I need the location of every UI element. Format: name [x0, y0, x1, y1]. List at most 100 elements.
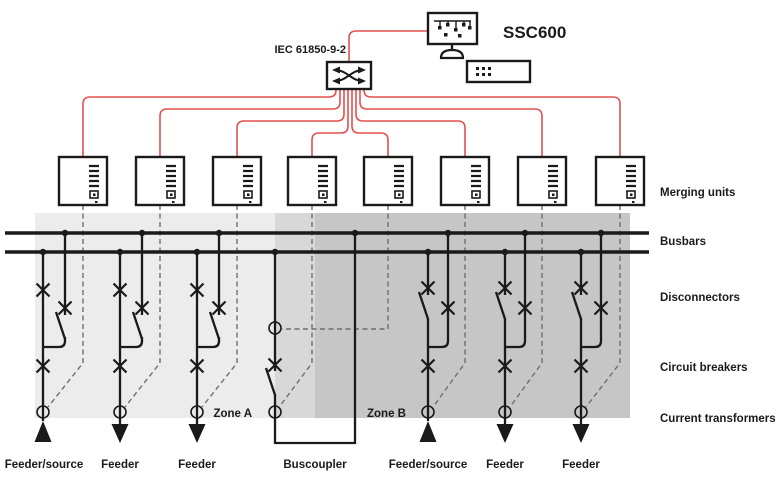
circuit-breaker-x	[420, 358, 436, 374]
buscoupler-bay	[264, 233, 357, 445]
merging-unit-2	[134, 155, 186, 207]
feeder-label-2: Feeder	[101, 459, 139, 471]
link-mu3	[236, 89, 345, 157]
disconnector-x	[573, 280, 589, 296]
feeder-arrow-down	[496, 424, 514, 443]
circuit-breaker-x	[573, 358, 589, 374]
current-transformer-icon	[268, 321, 282, 335]
merging-unit-5	[362, 155, 414, 207]
merging-units	[57, 155, 646, 207]
zone-b-label: Zone B	[367, 408, 406, 420]
disconnector-x	[211, 300, 227, 316]
current-transformer-icon	[421, 405, 435, 419]
busbar-connection-dots	[39, 229, 605, 256]
row-label-current-transformers: Current transformers	[660, 413, 776, 425]
link-mu7	[359, 89, 543, 157]
feeder-bay-6	[494, 233, 533, 443]
disconnector-blade	[131, 311, 144, 340]
hmi-monitor-icon	[426, 11, 479, 60]
ethernet-switch-icon	[325, 60, 373, 91]
mu4-ct-link	[279, 205, 313, 407]
feeder-bay-7	[570, 233, 609, 443]
row-label-busbars: Busbars	[660, 236, 706, 248]
mu6-ct-link	[432, 205, 466, 408]
link-mu5	[351, 89, 389, 157]
feeder-arrow-down	[572, 424, 590, 443]
mu3-ct-link	[201, 205, 238, 408]
disconnector-x	[57, 300, 73, 316]
disconnector-blade	[208, 311, 221, 340]
circuit-breaker-x	[267, 357, 283, 373]
merging-unit-8	[594, 155, 646, 207]
mu5-ct-link	[282, 205, 389, 330]
mu2-ct-link	[124, 205, 161, 408]
zone-a-label: Zone A	[213, 408, 252, 420]
process-measurement-links	[47, 205, 621, 408]
merging-unit-1	[57, 155, 109, 207]
zone-b-region	[315, 213, 630, 418]
source-arrow-up	[34, 421, 52, 442]
disconnector-x	[35, 282, 51, 298]
mu7-ct-link	[509, 205, 543, 408]
source-arrow-up	[419, 421, 437, 442]
disconnector-blade	[570, 291, 583, 320]
switch-to-ssc600-link	[348, 30, 428, 62]
current-transformer-icon	[36, 405, 50, 419]
link-mu8	[363, 89, 621, 157]
link-mu4	[311, 89, 349, 157]
circuit-breaker-x	[497, 358, 513, 374]
merging-unit-7	[516, 155, 568, 207]
zone-overlap-region	[275, 213, 315, 418]
disconnector-x	[517, 300, 533, 316]
busbars	[5, 229, 649, 256]
disconnector-blade	[494, 291, 507, 320]
feeder-label-1: Feeder/source	[5, 459, 84, 471]
feeder-arrow-down	[111, 424, 129, 443]
disconnector-x	[440, 300, 456, 316]
current-transformer-icon	[113, 405, 127, 419]
feeder-bay-2	[111, 233, 150, 443]
disconnector-x	[134, 300, 150, 316]
disconnector-blade	[417, 291, 430, 320]
row-label-merging-units: Merging units	[660, 187, 735, 199]
disconnector-x	[112, 282, 128, 298]
feeder-bay-5	[417, 233, 456, 442]
mu1-ct-link	[47, 205, 84, 408]
disconnector-x	[593, 300, 609, 316]
disconnector-blade	[264, 367, 277, 396]
merging-unit-4	[286, 155, 338, 207]
link-mu1	[82, 89, 337, 157]
protocol-label: IEC 61850-9-2	[274, 44, 346, 56]
feeder-label-6: Feeder	[486, 459, 524, 471]
disconnector-x	[420, 280, 436, 296]
mu8-ct-link	[585, 205, 621, 408]
ssc600-label: SSC600	[503, 23, 566, 42]
row-label-circuit-breakers: Circuit breakers	[660, 362, 748, 374]
feeder-bay-3	[188, 233, 227, 443]
disconnector-x	[189, 282, 205, 298]
current-transformer-icon	[574, 405, 588, 419]
ssc600-device-icon	[465, 59, 532, 84]
circuit-breaker-x	[189, 358, 205, 374]
row-label-disconnectors: Disconnectors	[660, 292, 740, 304]
zone-a-region	[35, 213, 275, 418]
disconnector-x	[497, 280, 513, 296]
process-bus-network	[82, 30, 621, 157]
current-transformer-icon	[498, 405, 512, 419]
feeder-label-5: Feeder/source	[389, 459, 468, 471]
feeder-label-3: Feeder	[178, 459, 216, 471]
circuit-breaker-x	[35, 358, 51, 374]
link-mu2	[159, 89, 341, 157]
merging-unit-3	[211, 155, 263, 207]
feeder-bay-1	[34, 233, 73, 442]
feeder-arrow-down	[188, 424, 206, 443]
current-transformer-icon	[190, 405, 204, 419]
circuit-breaker-x	[112, 358, 128, 374]
feeder-label-4: Buscoupler	[283, 459, 347, 471]
link-mu6	[355, 89, 466, 157]
merging-unit-6	[439, 155, 491, 207]
feeder-label-7: Feeder	[562, 459, 600, 471]
disconnector-blade	[54, 311, 67, 340]
